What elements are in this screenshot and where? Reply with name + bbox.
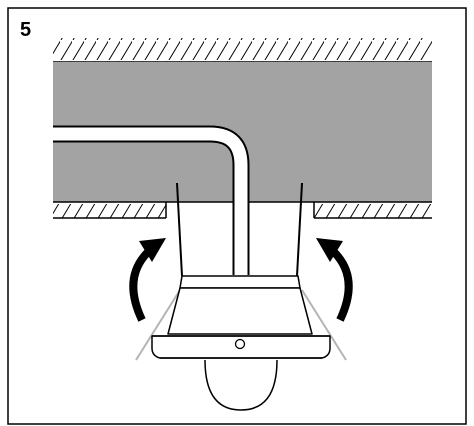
lens-dome [204, 359, 278, 411]
curved-arrow-counterclockwise-icon [316, 238, 353, 322]
step-number: 5 [20, 19, 32, 41]
detector-top-cap [179, 275, 301, 289]
spring-left [135, 289, 181, 361]
ceiling-board-left [53, 204, 166, 218]
spring-wire-left [176, 182, 183, 277]
curved-arrow-clockwise-icon [129, 238, 166, 322]
spring-wire-right [296, 182, 303, 277]
cable [53, 127, 248, 276]
spring-right [301, 289, 347, 361]
ceiling-board-right [314, 204, 432, 218]
detector-body [167, 287, 313, 335]
outer-border [7, 7, 467, 425]
ceiling-top-band [53, 38, 432, 62]
led-indicator [234, 338, 246, 350]
